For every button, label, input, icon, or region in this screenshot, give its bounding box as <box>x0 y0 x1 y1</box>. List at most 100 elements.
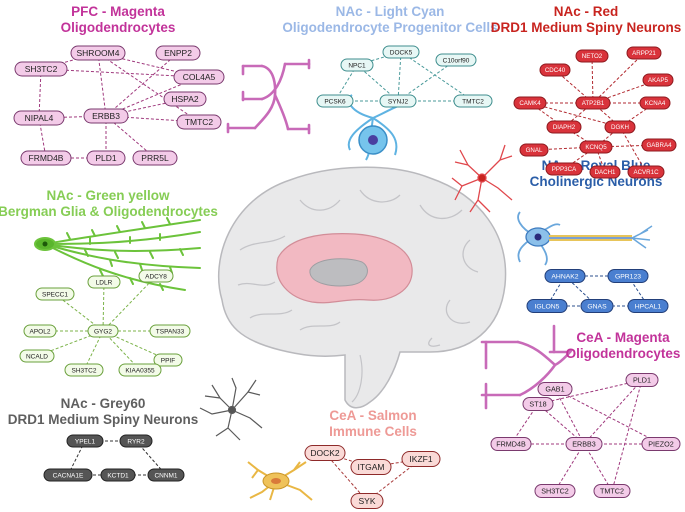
gene-node-label: TMTC2 <box>462 98 484 105</box>
gene-node-pill <box>641 437 681 451</box>
gene-node-pfc-magenta-shroom4: SHROOM4 <box>70 45 126 61</box>
gene-node-pill <box>118 363 162 377</box>
gene-node-pill <box>70 45 126 61</box>
gene-node-nac-royalblue-hpcal1: HPCAL1 <box>627 299 669 313</box>
gene-node-pill <box>350 459 392 475</box>
edge-nac-red-arpp21-atp2b1 <box>592 52 645 104</box>
gene-node-pill <box>43 468 93 482</box>
gene-node-pill <box>565 437 603 451</box>
cluster-title-nac-red: NAc - Red DRD1 Medium Spiny Neurons <box>491 4 682 35</box>
gene-node-pfc-magenta-frmd4b: FRMD4B <box>20 150 72 166</box>
gene-node-label: ITGAM <box>358 462 385 472</box>
cluster-title-cea-salmon: CeA - Salmon Immune Cells <box>329 408 417 439</box>
gene-node-pill <box>138 269 174 283</box>
gene-node-pill <box>350 493 384 509</box>
gene-node-pfc-magenta-sh3tc2: SH3TC2 <box>14 61 68 77</box>
gene-node-pfc-magenta-hspa2: HSPA2 <box>163 91 207 107</box>
edge-cea-magenta-pld1-st18 <box>537 379 643 405</box>
gene-node-label: CDC40 <box>545 67 566 74</box>
gene-node-nac-grey60-kctd1: KCTD1 <box>100 468 136 482</box>
gene-node-pill <box>575 49 609 63</box>
gene-node-pill <box>625 373 659 387</box>
gene-node-label: KCTD1 <box>107 472 129 479</box>
gene-node-label: KCNA4 <box>645 100 666 107</box>
cluster-title-line: DRD1 Medium Spiny Neurons <box>491 20 682 35</box>
gene-node-pfc-magenta-col4a5: COL4A5 <box>173 69 225 85</box>
cluster-title-line: Oligodendrocytes <box>566 346 681 361</box>
cluster-title-line: NAc - Light Cyan <box>336 4 445 19</box>
gene-node-label: DGKH <box>611 124 629 131</box>
edge-pfc-magenta-shroom4-tmtc2 <box>97 52 200 123</box>
gene-node-label: DIAPH2 <box>553 124 576 131</box>
gene-node-nac-lightcyan-c10orf90: C10orf90 <box>435 53 477 67</box>
edge-cea-magenta-gab1-piezo2 <box>554 388 662 445</box>
gene-node-pill <box>147 468 185 482</box>
gene-node-pill <box>626 46 662 60</box>
gene-node-label: GABRA4 <box>646 142 672 149</box>
oligodendrocyte-icon <box>226 58 311 135</box>
gene-node-label: KIAA0355 <box>125 367 155 374</box>
gene-node-nac-red-gnal: GNAL <box>519 143 549 157</box>
gene-node-pill <box>642 73 674 87</box>
gene-node-pill <box>589 165 621 179</box>
gene-node-pill <box>153 353 183 367</box>
gene-node-pill <box>340 58 374 72</box>
gene-node-nac-greenyellow-ppif: PPIF <box>153 353 183 367</box>
gene-node-pill <box>86 150 126 166</box>
cea-oligodendrocyte-icon <box>480 324 573 410</box>
edge-nac-greenyellow-ldlr-gyg2 <box>102 281 105 332</box>
gene-node-cea-salmon-itgam: ITGAM <box>350 459 392 475</box>
gene-node-label: ARPP21 <box>632 50 656 57</box>
gene-node-pill <box>639 96 671 110</box>
cluster-title-line: NAc - Green yellow <box>46 188 170 203</box>
gene-node-pill <box>545 162 583 176</box>
gene-node-nac-red-acvr1c: ACVR1C <box>627 165 665 179</box>
gene-node-pill <box>87 275 121 289</box>
gene-node-nac-grey60-cnnm1: CNNM1 <box>147 468 185 482</box>
edge-cea-magenta-erbb3-sh3tc2 <box>554 443 585 492</box>
gene-node-pfc-magenta-prr5l: PRR5L <box>132 150 178 166</box>
cluster-title-pfc-magenta: PFC - Magenta Oligodendrocytes <box>61 4 176 35</box>
gene-node-pill <box>20 150 72 166</box>
gene-node-pfc-magenta-tmtc2: TMTC2 <box>176 114 222 130</box>
gene-node-pill <box>539 63 571 77</box>
gene-node-pill <box>119 434 153 448</box>
gene-node-label: CAMK4 <box>519 100 541 107</box>
edge-pfc-magenta-sh3tc2-nipal4 <box>38 68 42 119</box>
cluster-title-line: NAc - Red <box>554 4 619 19</box>
gene-node-pill <box>580 299 614 313</box>
gene-node-nac-red-diaph2: DIAPH2 <box>546 120 582 134</box>
gene-node-cea-magenta-gab1: GAB1 <box>537 382 573 396</box>
gene-node-pill <box>66 434 104 448</box>
gene-node-pill <box>604 120 636 134</box>
gene-node-pill <box>544 269 586 283</box>
gene-node-pill <box>537 382 573 396</box>
cholinergic-neuron-icon <box>517 211 653 266</box>
gene-node-pfc-magenta-enpp2: ENPP2 <box>155 45 201 61</box>
red-msn-icon <box>451 144 513 213</box>
gene-node-label: GPR123 <box>615 273 641 280</box>
gene-node-pill <box>19 349 55 363</box>
gene-node-label: HSPA2 <box>171 94 199 104</box>
cluster-title-nac-greenyellow: NAc - Green yellow Bergman Glia & Oligod… <box>0 188 218 219</box>
gene-node-cea-salmon-ikzf1: IKZF1 <box>401 451 441 467</box>
gene-node-pill <box>100 468 136 482</box>
gene-node-nac-red-dach1: DACH1 <box>589 165 621 179</box>
gene-node-nac-royalblue-gnas: GNAS <box>580 299 614 313</box>
cluster-title-cea-magenta: CeA - Magenta Oligodendrocytes <box>566 330 681 361</box>
cluster-title-line: Oligodendrocyte Progenitor Cells <box>282 20 497 35</box>
gene-node-label: APOL2 <box>30 328 51 335</box>
cluster-title-line: CeA - Magenta <box>576 330 670 345</box>
gene-node-nac-greenyellow-ldlr: LDLR <box>87 275 121 289</box>
gene-node-pill <box>575 96 611 110</box>
gene-node-nac-greenyellow-gyg2: GYG2 <box>87 324 119 338</box>
gene-node-pill <box>453 94 493 108</box>
gene-node-label: RYR2 <box>127 438 145 445</box>
gene-node-label: KCNQ5 <box>585 144 607 151</box>
gene-node-nac-royalblue-iglon5: IGLON5 <box>526 299 568 313</box>
gene-node-label: IGLON5 <box>535 303 560 310</box>
cluster-title-line: Cholinergic Neurons <box>530 174 663 189</box>
gene-node-label: C10orf90 <box>443 57 470 64</box>
gene-node-pill <box>83 108 129 124</box>
